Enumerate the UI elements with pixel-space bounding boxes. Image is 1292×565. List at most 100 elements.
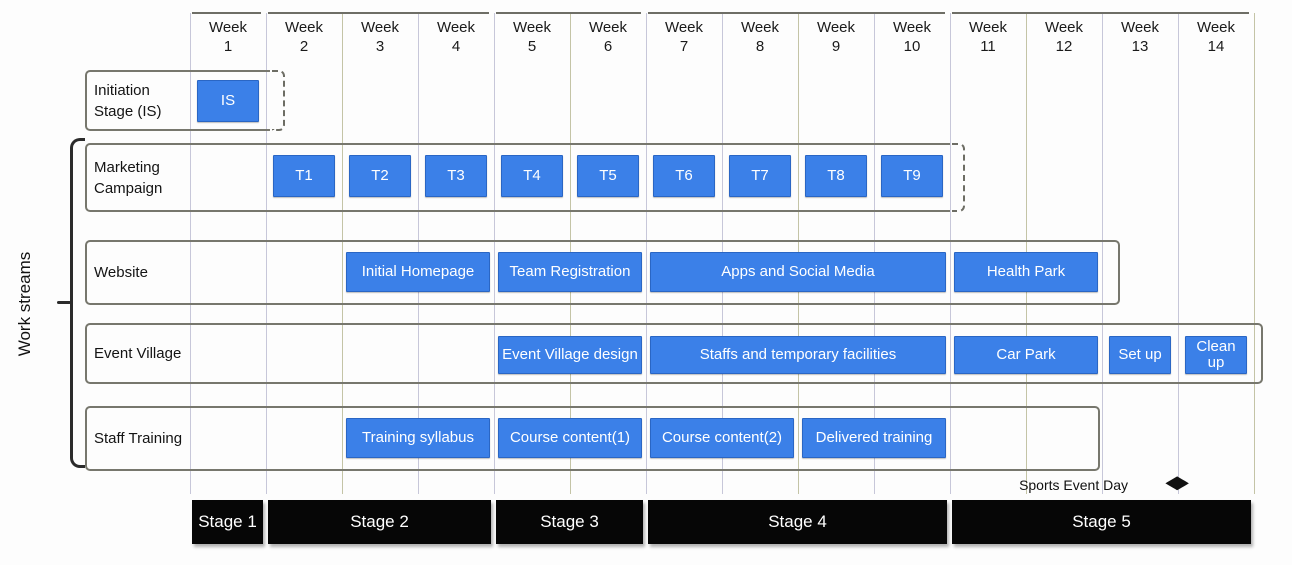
task-bar: T5: [577, 155, 639, 197]
week-header-cell: Week 12: [1026, 16, 1102, 56]
week-header-cell: Week 11: [950, 16, 1026, 56]
stage-header-line: [496, 12, 641, 14]
stage-header-line: [268, 12, 489, 14]
work-streams-brace: [57, 301, 71, 304]
workstream-row-box: [85, 143, 950, 212]
work-streams-label: Work streams: [15, 251, 34, 357]
row-label: Website: [94, 264, 148, 281]
week-header-cell: Week 3: [342, 16, 418, 56]
week-grid-line: [1178, 13, 1179, 494]
task-bar: Apps and Social Media: [650, 252, 946, 292]
week-header-line2: 9: [831, 38, 841, 55]
week-grid-line: [266, 13, 267, 494]
week-header-cell: Week 10: [874, 16, 950, 56]
week-header-cell: Week 2: [266, 16, 342, 56]
week-grid-line: [494, 13, 495, 494]
task-bar: T9: [881, 155, 943, 197]
workstream-row-box: [85, 240, 1120, 305]
week-header-line1: Week: [968, 19, 1008, 36]
week-header-cell: Week 4: [418, 16, 494, 56]
stage-bar: Stage 2: [268, 500, 491, 544]
week-header-cell: Week 1: [190, 16, 266, 56]
task-bar: Training syllabus: [346, 418, 490, 458]
stage-header-line: [952, 12, 1249, 14]
task-bar: T7: [729, 155, 791, 197]
week-header-cell: Week 7: [646, 16, 722, 56]
week-header-cell: Week 6: [570, 16, 646, 56]
week-header-cell: Week 5: [494, 16, 570, 56]
task-bar: T1: [273, 155, 335, 197]
workstream-row-box: [85, 406, 1100, 471]
week-header-line2: 3: [375, 38, 385, 55]
row-end-bracket: [952, 143, 965, 212]
week-header-line2: 7: [679, 38, 689, 55]
task-bar: T6: [653, 155, 715, 197]
stage-bar: Stage 5: [952, 500, 1251, 544]
row-end-bracket: [272, 70, 285, 131]
stage-bar: Stage 4: [648, 500, 947, 544]
week-header-cell: Week 9: [798, 16, 874, 56]
week-header-line1: Week: [664, 19, 704, 36]
week-header-line1: Week: [512, 19, 552, 36]
milestone-diamond-icon: ◆: [1165, 472, 1189, 493]
week-header-cell: Week 13: [1102, 16, 1178, 56]
week-header-line2: 13: [1131, 38, 1149, 55]
task-bar: Course content(2): [650, 418, 794, 458]
workstream-row-box: [85, 70, 270, 131]
week-grid-line: [1102, 13, 1103, 494]
milestone-label: Sports Event Day: [1019, 477, 1128, 493]
task-bar: Delivered training: [802, 418, 946, 458]
workstream-row-box: [85, 323, 1263, 384]
week-header-line1: Week: [284, 19, 324, 36]
task-bar: Clean up: [1185, 336, 1247, 374]
week-header-line2: 5: [527, 38, 537, 55]
week-grid-line: [646, 13, 647, 494]
task-bar: Event Village design: [498, 336, 642, 374]
week-header-cell: Week 8: [722, 16, 798, 56]
week-header-line1: Week: [892, 19, 932, 36]
week-header-line1: Week: [360, 19, 400, 36]
week-grid-line: [342, 13, 343, 494]
week-header-line2: 11: [980, 38, 996, 55]
week-header-line2: 6: [603, 38, 613, 55]
week-header-line1: Week: [816, 19, 856, 36]
week-header-line1: Week: [588, 19, 628, 36]
week-grid-line: [190, 13, 191, 494]
task-bar: Team Registration: [498, 252, 642, 292]
work-streams-brace: [70, 138, 85, 303]
task-bar: Set up: [1109, 336, 1171, 374]
stage-bar: Stage 1: [192, 500, 263, 544]
week-header-line2: 4: [451, 38, 461, 55]
stage-bar: Stage 3: [496, 500, 643, 544]
stage-header-line: [648, 12, 945, 14]
week-grid-line: [1254, 13, 1255, 494]
task-bar: T4: [501, 155, 563, 197]
week-header-line2: 8: [755, 38, 765, 55]
week-header-line1: Week: [208, 19, 248, 36]
row-label: Staff Training: [94, 430, 183, 447]
week-header-line2: 14: [1207, 38, 1225, 55]
week-header-line2: 10: [903, 38, 921, 55]
stage-header-line: [192, 12, 261, 14]
task-bar: Car Park: [954, 336, 1098, 374]
week-header-line1: Week: [1196, 19, 1236, 36]
week-header-line1: Week: [1120, 19, 1160, 36]
task-bar: Health Park: [954, 252, 1098, 292]
row-label: Marketing Campaign: [94, 158, 163, 197]
task-bar: Staffs and temporary facilities: [650, 336, 946, 374]
week-header-line1: Week: [1044, 19, 1084, 36]
week-header-line1: Week: [436, 19, 476, 36]
week-header-line1: Week: [740, 19, 780, 36]
week-header-line2: 12: [1055, 38, 1073, 55]
task-bar: T3: [425, 155, 487, 197]
row-label: Event Village: [94, 345, 182, 362]
task-bar: IS: [197, 80, 259, 122]
task-bar: Course content(1): [498, 418, 642, 458]
task-bar: Initial Homepage: [346, 252, 490, 292]
week-header-line2: 2: [299, 38, 309, 55]
task-bar: T8: [805, 155, 867, 197]
row-label: Initiation Stage (IS): [94, 81, 162, 120]
week-header-line2: 1: [223, 38, 233, 55]
work-streams-brace: [70, 303, 85, 468]
